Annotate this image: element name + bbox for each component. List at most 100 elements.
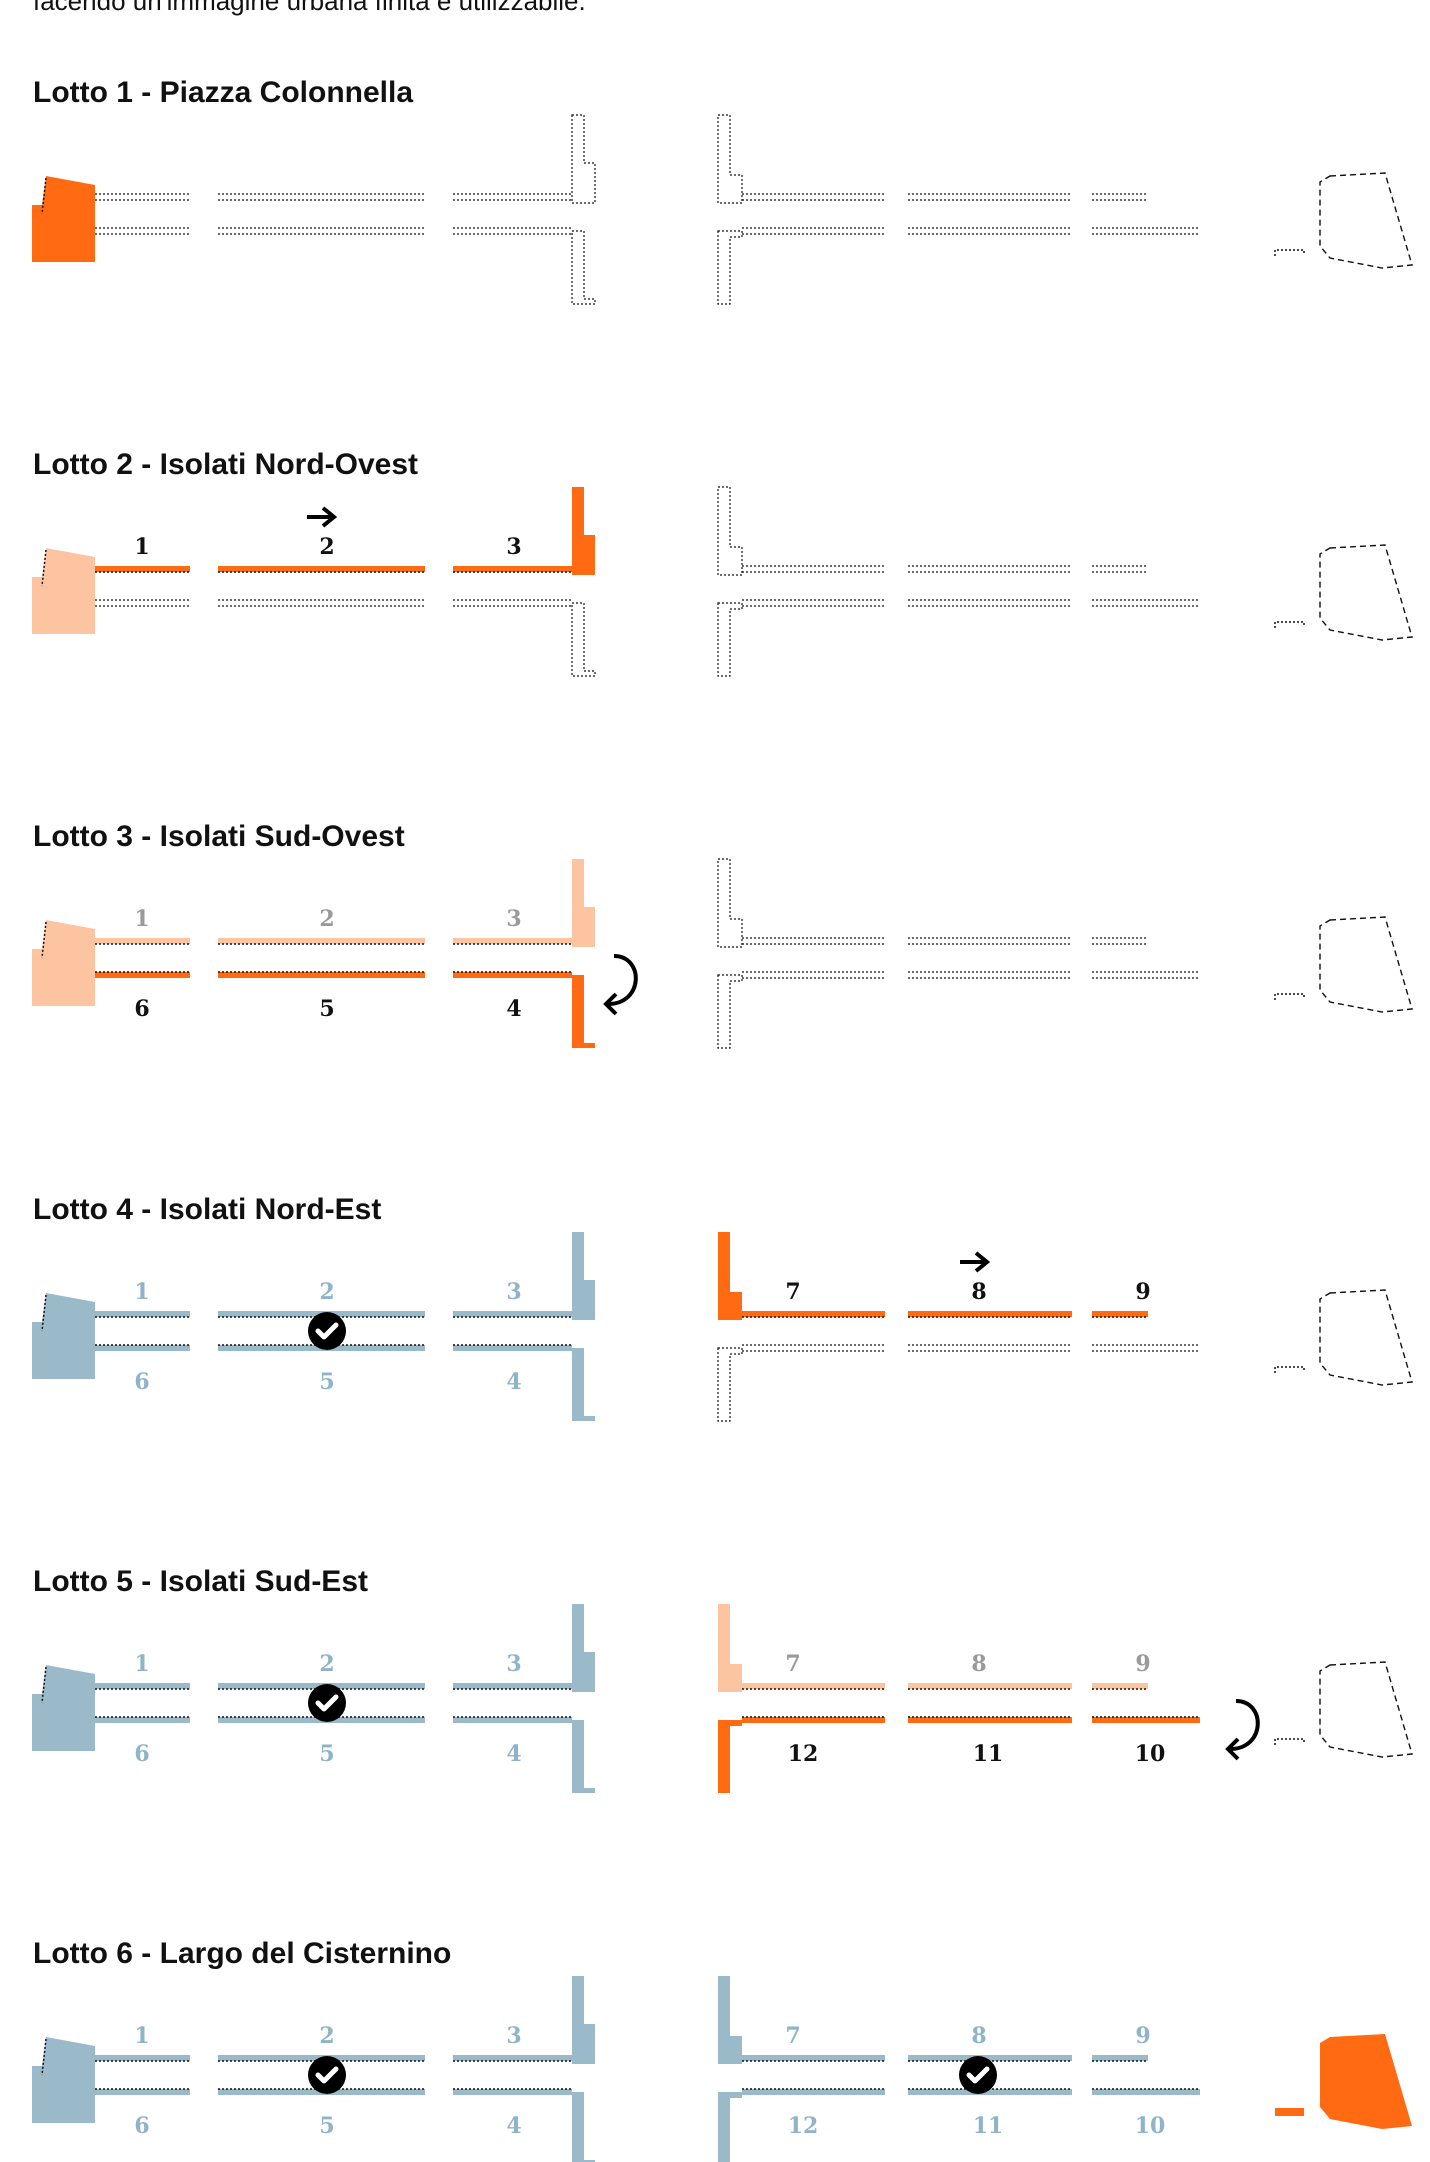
street-label-2: 2 (319, 906, 334, 932)
turn-arrow-icon-curve (1229, 1699, 1260, 1751)
street-label-5: 5 (319, 2113, 334, 2139)
checkmark-icon (308, 1312, 346, 1350)
sw-street-a (95, 972, 190, 978)
nw-street-b (218, 938, 425, 944)
lot-4-title: Lotto 4 - Isolati Nord-Est (33, 1193, 382, 1226)
north-kink (572, 1604, 595, 1692)
sw-street-c (453, 1345, 572, 1351)
cisternino-outline (1319, 172, 1413, 269)
cisternino-small-outline (1274, 621, 1305, 628)
street-label-5: 5 (319, 996, 334, 1022)
ne-street-a (742, 1311, 885, 1317)
street-label-6: 6 (134, 2113, 149, 2139)
right-arrow-icon-head (321, 506, 338, 528)
piazza-colonnella-block (32, 1665, 95, 1751)
checkmark-icon-tick (315, 2066, 339, 2084)
south-kink (572, 1720, 595, 1793)
ne-street-c (1092, 2055, 1148, 2061)
ne-block-outline (717, 858, 743, 948)
sw-street-c (453, 1717, 572, 1723)
street-label-9: 9 (1135, 1279, 1150, 1305)
lot-1-title: Lotto 1 - Piazza Colonnella (33, 76, 414, 109)
street-label-11: 11 (973, 2113, 1004, 2139)
piazza-colonnella-block (32, 2037, 95, 2123)
nw-street-c (453, 938, 572, 944)
turn-arrow-icon-head (1225, 1737, 1240, 1761)
ne-block (718, 1976, 742, 2064)
north-kink-outline (571, 114, 596, 204)
ne-street-c (1092, 1683, 1148, 1689)
street-label-12: 12 (788, 1741, 819, 1767)
cisternino-outline (1319, 1289, 1413, 1386)
street-label-7: 7 (785, 2023, 800, 2049)
nw-street-c (453, 1683, 572, 1689)
ne-street-b (908, 2055, 1072, 2061)
cisternino-small (1275, 2108, 1304, 2116)
nw-street-a (95, 1683, 190, 1689)
sw-street-a (95, 2089, 190, 2095)
nw-street-b (218, 566, 425, 572)
sw-street-a (95, 1345, 190, 1351)
ne-block-outline (717, 114, 743, 204)
se-street-b (908, 1717, 1072, 1723)
ne-block (718, 1604, 742, 1692)
street-label-3: 3 (506, 2023, 521, 2049)
street-label-3: 3 (506, 1651, 521, 1677)
street-label-1: 1 (134, 1651, 149, 1677)
street-label-2: 2 (319, 2023, 334, 2049)
piazza-colonnella-block (32, 176, 95, 262)
street-label-1: 1 (134, 906, 149, 932)
street-label-5: 5 (319, 1369, 334, 1395)
street-label-1: 1 (134, 534, 149, 560)
street-label-9: 9 (1135, 2023, 1150, 2049)
nw-street-c (453, 2055, 572, 2061)
street-label-8: 8 (971, 1651, 986, 1677)
south-kink-outline (571, 602, 596, 677)
sw-street-c (453, 2089, 572, 2095)
se-street-b (908, 2089, 1072, 2095)
checkmark-icon-tick (966, 2066, 990, 2084)
right-arrow-icon-head (974, 1251, 991, 1273)
street-label-4: 4 (506, 1741, 521, 1767)
se-block (718, 2092, 742, 2162)
north-kink (572, 1976, 595, 2064)
nw-street-c (453, 1311, 572, 1317)
street-label-4: 4 (506, 996, 521, 1022)
street-label-6: 6 (134, 1741, 149, 1767)
street-label-8: 8 (971, 2023, 986, 2049)
ne-street-a (742, 2055, 885, 2061)
cisternino-outline (1319, 1661, 1413, 1758)
turn-arrow-icon (603, 954, 638, 1016)
se-street-a (742, 2089, 885, 2095)
piazza-colonnella-block (32, 920, 95, 1006)
sw-street-a (95, 1717, 190, 1723)
checkmark-icon-tick (315, 1322, 339, 1340)
se-street-c (1092, 1717, 1200, 1723)
street-label-6: 6 (134, 1369, 149, 1395)
intro-text: facendo un'immagine urbana finita e util… (33, 0, 586, 16)
checkmark-icon (959, 2056, 997, 2094)
lot-5-title: Lotto 5 - Isolati Sud-Est (33, 1565, 368, 1598)
street-label-10: 10 (1135, 1741, 1166, 1767)
turn-arrow-icon (1225, 1699, 1260, 1761)
lot-3-title: Lotto 3 - Isolati Sud-Ovest (33, 820, 405, 853)
lot-2-title: Lotto 2 - Isolati Nord-Ovest (33, 448, 419, 481)
street-label-7: 7 (785, 1279, 800, 1305)
street-label-11: 11 (973, 1741, 1004, 1767)
street-label-2: 2 (319, 1651, 334, 1677)
checkmark-icon (308, 2056, 346, 2094)
south-kink (572, 1348, 595, 1421)
sw-street-b (218, 972, 425, 978)
se-block-outline (717, 602, 743, 677)
north-kink (572, 859, 595, 947)
piazza-colonnella-block (32, 1293, 95, 1379)
ne-street-b (908, 1683, 1072, 1689)
cisternino-outline (1319, 916, 1413, 1013)
lot-6-title: Lotto 6 - Largo del Cisternino (33, 1937, 452, 1970)
cisternino-outline (1319, 544, 1413, 641)
street-label-3: 3 (506, 906, 521, 932)
street-label-10: 10 (1135, 2113, 1166, 2139)
nw-street-c (453, 566, 572, 572)
nw-street-a (95, 2055, 190, 2061)
se-block (718, 1720, 742, 1793)
